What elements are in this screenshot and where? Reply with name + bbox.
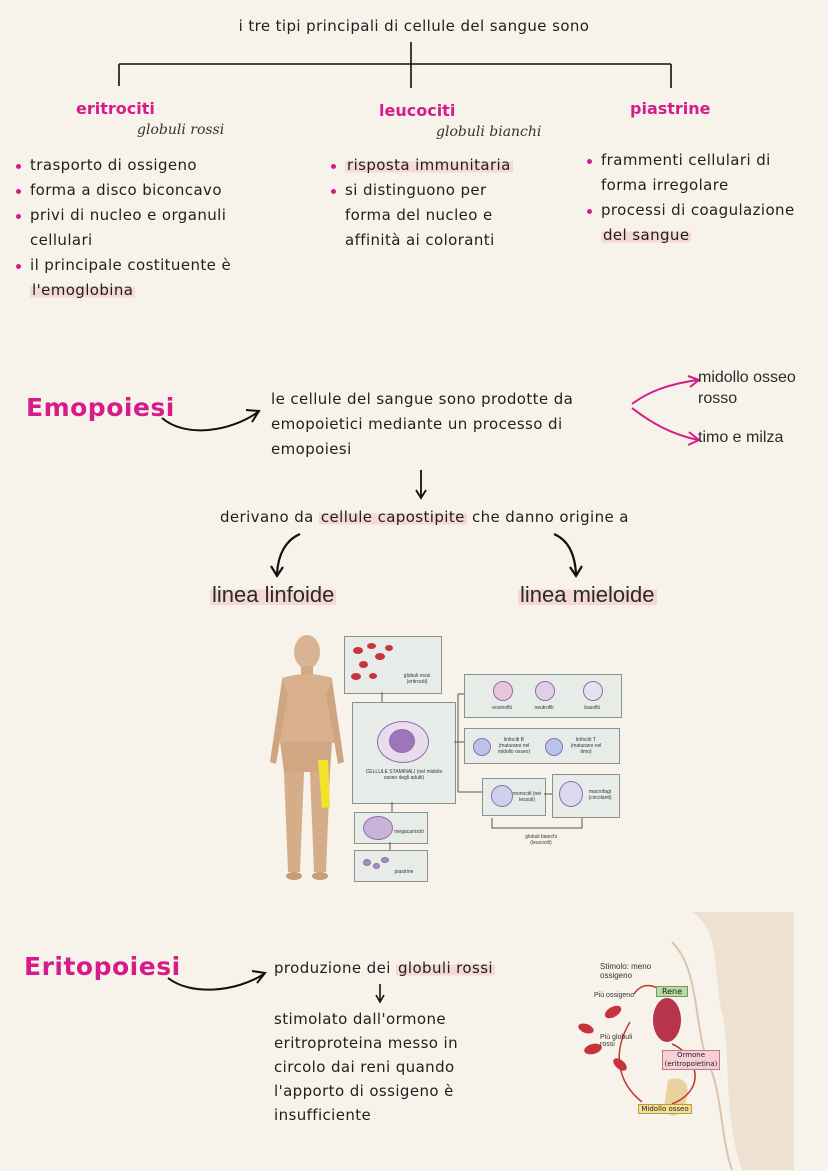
emopoiesi-description: le cellule del sangue sono prodotte da e…	[271, 390, 574, 458]
box-megacariociti: megacariociti	[354, 812, 428, 844]
label-macrofagi: macrofagi (circolanti)	[588, 789, 612, 801]
box-macrofagi: macrofagi (circolanti)	[552, 774, 620, 818]
label-megacariociti: megacariociti	[394, 829, 424, 835]
linea-mieloide: linea mieloide	[518, 582, 657, 607]
page-title: i tre tipi principali di cellule del san…	[238, 17, 590, 35]
list-eritrociti: trasporto di ossigeno forma a disco bico…	[14, 153, 284, 303]
curved-arrow-left-icon	[270, 532, 301, 579]
eritropoiesi-title: Eritopoiesi	[24, 952, 181, 981]
eritropoiesi-line1: produzione dei globuli rossi	[274, 959, 495, 977]
list-item: trasporto di ossigeno	[14, 153, 284, 178]
label-neutrofili: neutrofili	[534, 705, 554, 711]
split-arrows-icon	[631, 375, 702, 446]
label-piastrine: piastrine	[394, 869, 414, 875]
label-monociti: monociti (nei tessuti)	[512, 791, 542, 803]
box-monociti: monociti (nei tessuti)	[482, 778, 546, 816]
tree-connector	[118, 42, 672, 88]
diagram-connectors	[381, 692, 583, 850]
label-linfociti-t: linfociti T (maturano nel timo)	[570, 737, 602, 755]
linea-linfoide: linea linfoide	[210, 582, 337, 607]
emopoiesi-title: Emopoiesi	[26, 393, 175, 422]
label-piu-globuli: Più globuli rossi	[600, 1034, 633, 1048]
eritropoiesi-description: stimolato dall'ormone eritroproteina mes…	[274, 1010, 459, 1124]
box-linfociti: linfociti B (maturano nel midollo osseo)…	[464, 728, 620, 764]
label-midollo: Midollo osseo	[638, 1104, 692, 1114]
label-basofili: basofili	[584, 705, 600, 711]
label-rene: Rene	[656, 986, 688, 997]
derive-sentence: derivano da cellule capostipite che dann…	[220, 508, 629, 526]
label-eosinofili: eosinofili	[492, 705, 512, 711]
torso-illustration	[618, 912, 794, 1170]
down-arrow-icon	[415, 470, 427, 500]
target-timo-milza: timo e milza	[698, 429, 784, 446]
box-granulociti: eosinofili neutrofili basofili	[464, 674, 622, 718]
heading-leucociti: leucociti	[379, 101, 456, 120]
label-stimolo: Stimolo: meno ossigeno	[600, 962, 652, 980]
box-globuli-rossi: globuli rossi (eritrociti)	[344, 636, 442, 694]
list-item: forma a disco biconcavo	[14, 178, 284, 203]
heading-piastrine: piastrine	[630, 99, 711, 118]
list-item: risposta immunitaria	[329, 153, 559, 178]
curved-arrow-icon	[167, 970, 267, 991]
label-piu-ossigeno: Più ossigeno	[594, 992, 635, 999]
heading-eritrociti: eritrociti	[76, 99, 155, 118]
curved-arrow-right-icon	[553, 532, 583, 579]
label-linfociti-b: linfociti B (maturano nel midollo osseo)	[497, 737, 531, 755]
down-arrow-icon	[375, 984, 385, 1004]
label-cellule-staminali: CELLULE STAMINALI (nel midollo osseo deg…	[365, 769, 443, 781]
subheading-globuli-rossi: globuli rossi	[137, 122, 225, 138]
subheading-globuli-bianchi: globuli bianchi	[436, 124, 542, 140]
hematopoiesis-figure: globuli rossi (eritrociti) CELLULE STAMI…	[262, 632, 624, 882]
erythropoiesis-figure: Stimolo: meno ossigeno Più ossigeno Rene…	[572, 912, 794, 1170]
box-piastrine: piastrine	[354, 850, 428, 882]
label-globuli-rossi: globuli rossi (eritrociti)	[403, 673, 431, 685]
label-ormone: Ormone (eritropoietina)	[662, 1050, 720, 1070]
target-midollo: midollo osseo rosso	[698, 369, 796, 407]
label-globuli-bianchi: globuli bianchi (leucociti)	[525, 834, 557, 846]
curved-arrow-icon	[161, 409, 261, 432]
box-cellule-staminali: CELLULE STAMINALI (nel midollo osseo deg…	[352, 702, 456, 804]
human-body-illustration	[270, 635, 344, 880]
